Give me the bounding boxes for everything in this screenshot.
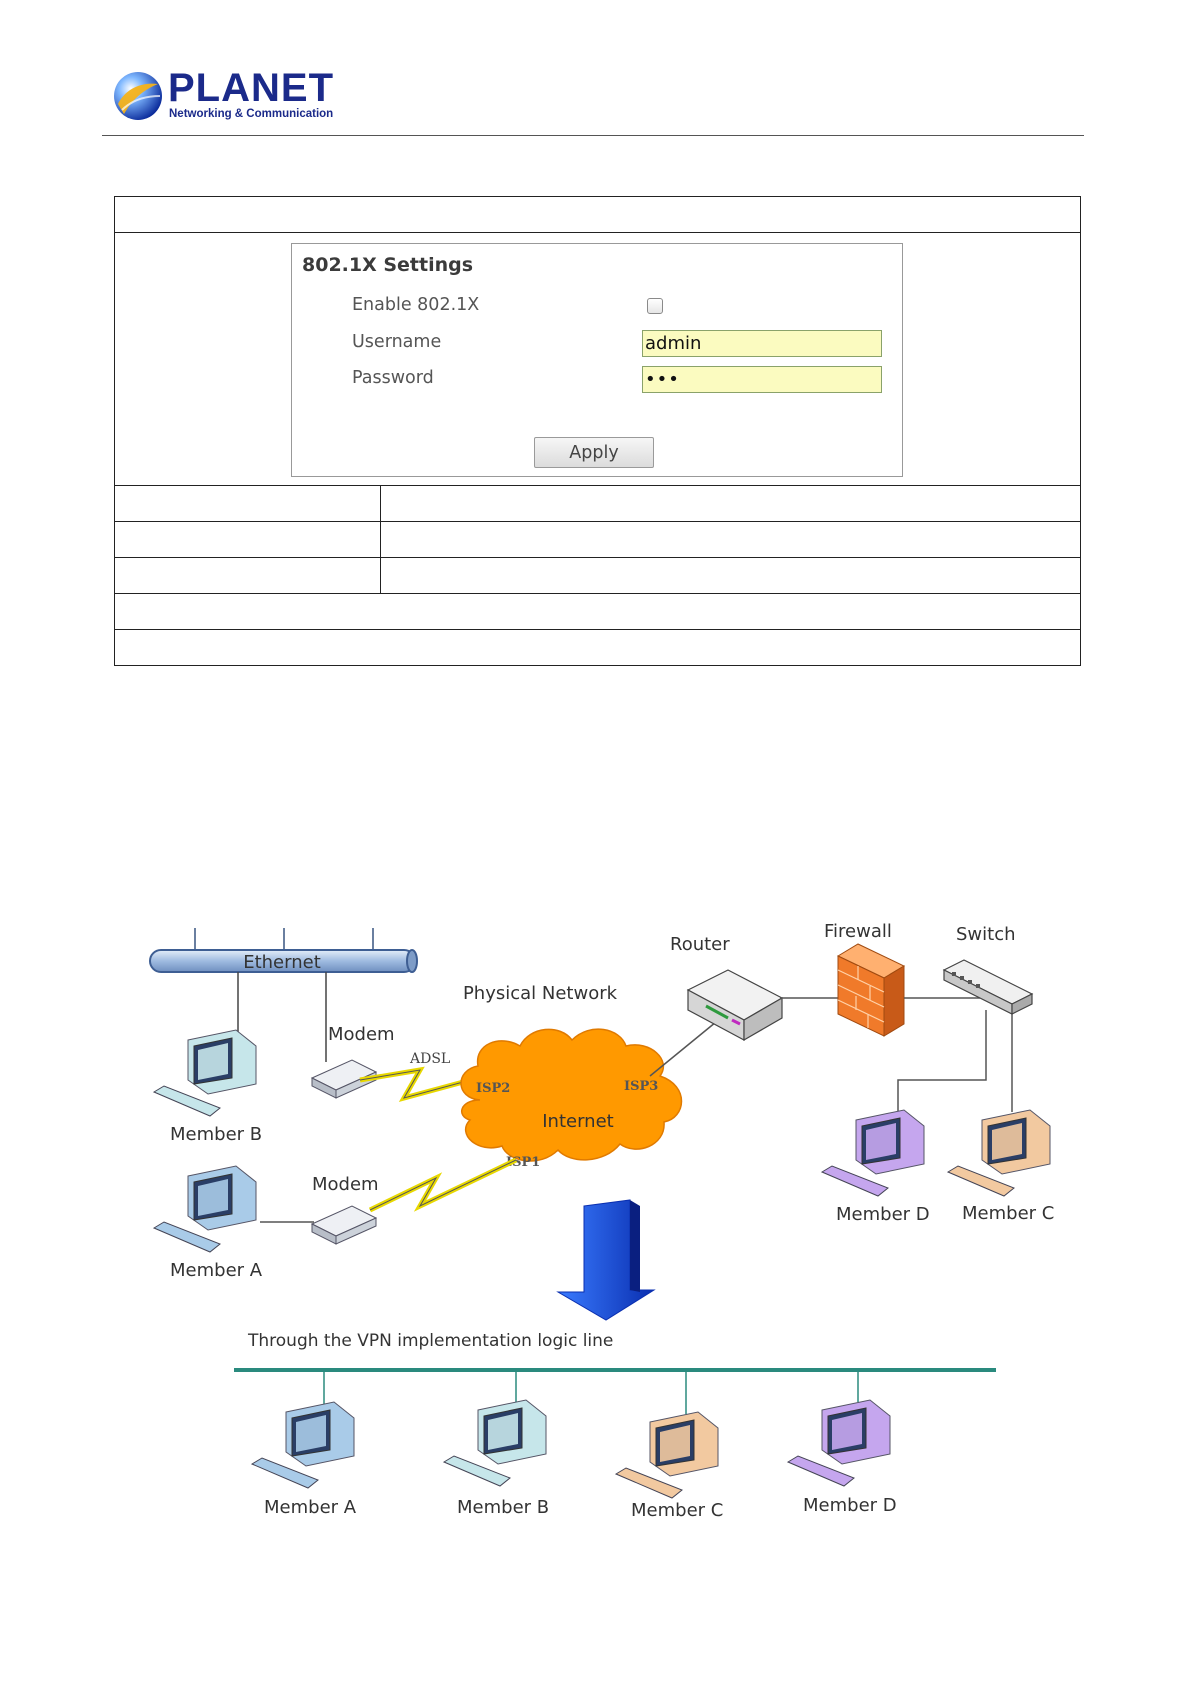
lightning-icon — [368, 1157, 518, 1213]
table-row — [114, 593, 1081, 630]
member-a-label: Member A — [170, 1260, 263, 1281]
router-label: Router — [670, 934, 730, 955]
header-divider — [102, 135, 1084, 136]
username-input[interactable] — [642, 330, 882, 357]
modem-icon — [310, 1205, 378, 1245]
switch-icon — [942, 959, 1034, 1015]
router-icon — [686, 969, 784, 1042]
enable-dot1x-checkbox[interactable] — [647, 298, 663, 314]
table-cell — [380, 485, 1081, 522]
vpn-member-label: Member D — [803, 1495, 897, 1516]
pc-icon — [787, 1399, 891, 1487]
username-label: Username — [352, 332, 442, 352]
adsl-label: ADSL — [409, 1051, 450, 1067]
table-cell — [114, 557, 381, 594]
apply-button[interactable]: Apply — [534, 437, 654, 468]
firewall-icon — [836, 943, 906, 1037]
isp3-label: ISP3 — [624, 1079, 658, 1094]
member-b-label: Member B — [170, 1124, 262, 1145]
table-cell — [380, 521, 1081, 558]
pc-icon — [821, 1109, 925, 1197]
modem-bottom-label: Modem — [312, 1174, 379, 1195]
vpn-member-label: Member A — [264, 1497, 357, 1518]
password-input[interactable]: ••• — [642, 366, 882, 393]
member-c-label: Member C — [962, 1203, 1054, 1224]
table-cell — [114, 196, 1081, 233]
table-row — [114, 196, 1081, 233]
vpn-member-label: Member C — [631, 1500, 723, 1521]
modem-top-label: Modem — [328, 1024, 395, 1045]
enable-label: Enable 802.1X — [352, 295, 480, 315]
brand-name: PLANET — [168, 66, 334, 110]
internet-label: Internet — [542, 1111, 613, 1132]
ethernet-label: Ethernet — [243, 952, 321, 973]
brand-tagline: Networking & Communication — [169, 108, 334, 120]
pc-icon — [153, 1029, 257, 1117]
table-cell — [114, 593, 1081, 630]
down-arrow-icon — [556, 1199, 656, 1321]
table-cell — [114, 521, 381, 558]
pc-icon — [153, 1165, 257, 1253]
physical-network-label: Physical Network — [463, 983, 618, 1004]
dot1x-settings-panel: 802.1X Settings Enable 802.1X Username P… — [291, 243, 903, 477]
isp2-label: ISP2 — [476, 1081, 510, 1096]
switch-label: Switch — [956, 924, 1016, 945]
vpn-caption: Through the VPN implementation logic lin… — [247, 1331, 613, 1351]
member-d-label: Member D — [836, 1204, 930, 1225]
planet-globe-icon — [114, 72, 162, 120]
pc-icon — [947, 1109, 1051, 1197]
firewall-label: Firewall — [824, 921, 892, 942]
table-cell — [114, 629, 1081, 666]
password-label: Password — [352, 368, 434, 388]
table-row — [114, 629, 1081, 666]
panel-title: 802.1X Settings — [302, 254, 474, 276]
ethernet-bus: Ethernet — [149, 928, 418, 973]
vpn-member-label: Member B — [457, 1497, 549, 1518]
table-row — [114, 557, 1081, 594]
pc-icon — [615, 1411, 719, 1499]
pc-icon — [443, 1399, 547, 1487]
planet-logo: PLANET Networking & Communication — [112, 66, 334, 124]
table-cell — [114, 485, 381, 522]
internet-cloud-icon — [460, 1028, 683, 1162]
table-row — [114, 521, 1081, 558]
pc-icon — [251, 1401, 355, 1489]
table-row — [114, 485, 1081, 522]
table-cell — [380, 557, 1081, 594]
